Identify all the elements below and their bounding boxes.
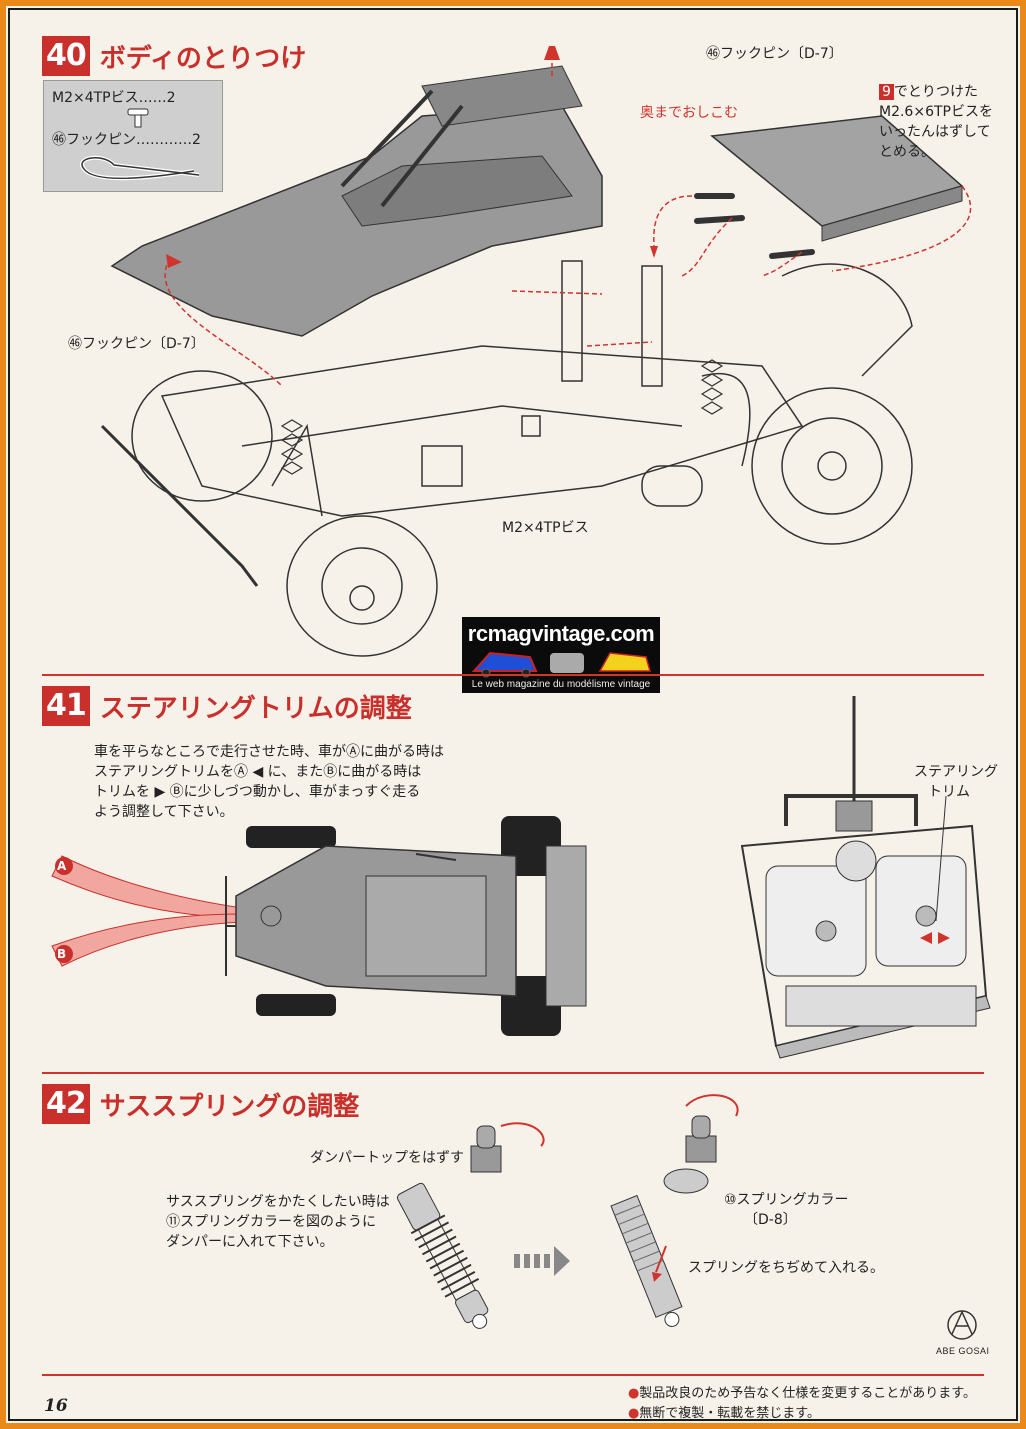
section-40-header: 40 ボディのとりつけ bbox=[42, 36, 306, 76]
part-name: M2×4TPビス bbox=[52, 90, 139, 106]
page-number: 16 bbox=[44, 1396, 68, 1416]
instruction-line: よう調整して下さい。 bbox=[94, 804, 234, 820]
logo-tagline: Le web magazine du modélisme vintage bbox=[471, 679, 651, 690]
spring-collar-label: ⑩スプリングカラー 〔D-8〕 bbox=[724, 1190, 849, 1230]
screw-note-line: M2.6×6TPビスを bbox=[879, 104, 993, 120]
push-in-label: 奥までおしこむ bbox=[640, 105, 738, 121]
maker-emblem-icon bbox=[947, 1310, 977, 1340]
section-41-header: 41 ステアリングトリムの調整 bbox=[42, 686, 412, 726]
screw-note-line: とめる。 bbox=[879, 144, 935, 160]
section-number: 41 bbox=[42, 686, 90, 726]
parts-list-box: M2×4TPビス……2 ㊻フックピン…………2 bbox=[43, 80, 223, 192]
instruction-line: サススプリングをかたくしたい時は bbox=[166, 1194, 390, 1210]
instruction-line: ステアリングトリムをⒶ ◀ に、またⒷに曲がる時は bbox=[94, 764, 422, 780]
screw-icon bbox=[127, 108, 149, 128]
instruction-line: トリムを ▶ Ⓑに少しづつ動かし、車がまっすぐ走る bbox=[94, 784, 421, 800]
section-number: 40 bbox=[42, 36, 90, 76]
arrow-b-label: B bbox=[57, 947, 67, 961]
note-text: 製品改良のため予告なく仕様を変更することがあります。 bbox=[639, 1386, 976, 1401]
parts-row-hookpin: ㊻フックピン…………2 bbox=[52, 132, 201, 148]
body-mounting-illustration bbox=[100, 46, 972, 657]
footer-note-2: ●無断で複製・転載を禁じます。 bbox=[627, 1406, 820, 1421]
section-title: サススプリングの調整 bbox=[99, 1091, 360, 1122]
hook-pin-icon bbox=[80, 155, 200, 181]
collar-label-line: ⑩スプリングカラー bbox=[724, 1192, 849, 1208]
step-ref-badge: 9 bbox=[879, 84, 894, 100]
damper-top-label: ダンパートップをはずす bbox=[310, 1150, 464, 1166]
instruction-line: ⑪スプリングカラーを図のように bbox=[166, 1214, 376, 1230]
buggy-top-view bbox=[225, 816, 587, 1036]
footer-notes: ●製品改良のため予告なく仕様を変更することがあります。 ●無断で複製・転載を禁じ… bbox=[627, 1384, 976, 1423]
part-qty: 2 bbox=[166, 90, 176, 106]
note-text: 無断で複製・転載を禁じます。 bbox=[639, 1406, 820, 1421]
spring-instructions: サススプリングをかたくしたい時は ⑪スプリングカラーを図のように ダンパーに入れ… bbox=[166, 1192, 390, 1252]
compress-spring-label: スプリングをちぢめて入れる。 bbox=[688, 1260, 884, 1276]
screw-note-line: でとりつけた bbox=[893, 84, 979, 100]
maker-name: ABE GOSAI bbox=[936, 1346, 990, 1356]
rcmagvintage-logo: rcmagvintage.com Le web magazine du modé… bbox=[462, 617, 660, 693]
footer-divider bbox=[42, 1374, 984, 1376]
instruction-line: ダンパーに入れて下さい。 bbox=[166, 1234, 334, 1250]
instruction-line: 車を平らなところで走行させた時、車がⒶに曲がる時は bbox=[94, 744, 444, 760]
logo-cars-graphic bbox=[471, 651, 651, 678]
section-42-header: 42 サススプリングの調整 bbox=[42, 1084, 359, 1124]
section-divider bbox=[42, 1072, 984, 1074]
part-qty: 2 bbox=[192, 132, 201, 148]
section-title: ステアリングトリムの調整 bbox=[99, 693, 412, 724]
steering-trim-label: ステアリング トリム bbox=[914, 762, 998, 802]
transmitter-illustration bbox=[740, 696, 991, 1059]
section-divider bbox=[42, 674, 984, 676]
section-title: ボディのとりつけ bbox=[99, 43, 307, 74]
trim-label-line: トリム bbox=[928, 784, 970, 800]
footer-note-1: ●製品改良のため予告なく仕様を変更することがあります。 bbox=[627, 1386, 976, 1401]
hook-pin-left-label: ㊻フックピン〔D-7〕 bbox=[68, 336, 205, 352]
direction-arrows bbox=[51, 855, 243, 967]
arrow-a-label: A bbox=[57, 859, 67, 873]
steering-trim-instructions: 車を平らなところで走行させた時、車がⒶに曲がる時は ステアリングトリムをⒶ ◀ … bbox=[94, 742, 444, 822]
logo-site-text: rcmagvintage.com bbox=[467, 621, 655, 646]
damper-illustration bbox=[396, 1094, 739, 1329]
parts-row-screw: M2×4TPビス……2 bbox=[52, 90, 176, 106]
part-name: ㊻フックピン bbox=[52, 132, 136, 148]
collar-label-line: 〔D-8〕 bbox=[744, 1212, 797, 1228]
trim-label-line: ステアリング bbox=[914, 764, 998, 780]
hook-pin-top-label: ㊻フックピン〔D-7〕 bbox=[706, 46, 843, 62]
section-number: 42 bbox=[42, 1084, 90, 1124]
screw-bottom-label: M2×4TPビス bbox=[502, 520, 589, 536]
screw-note-line: いったんはずして bbox=[879, 124, 991, 140]
